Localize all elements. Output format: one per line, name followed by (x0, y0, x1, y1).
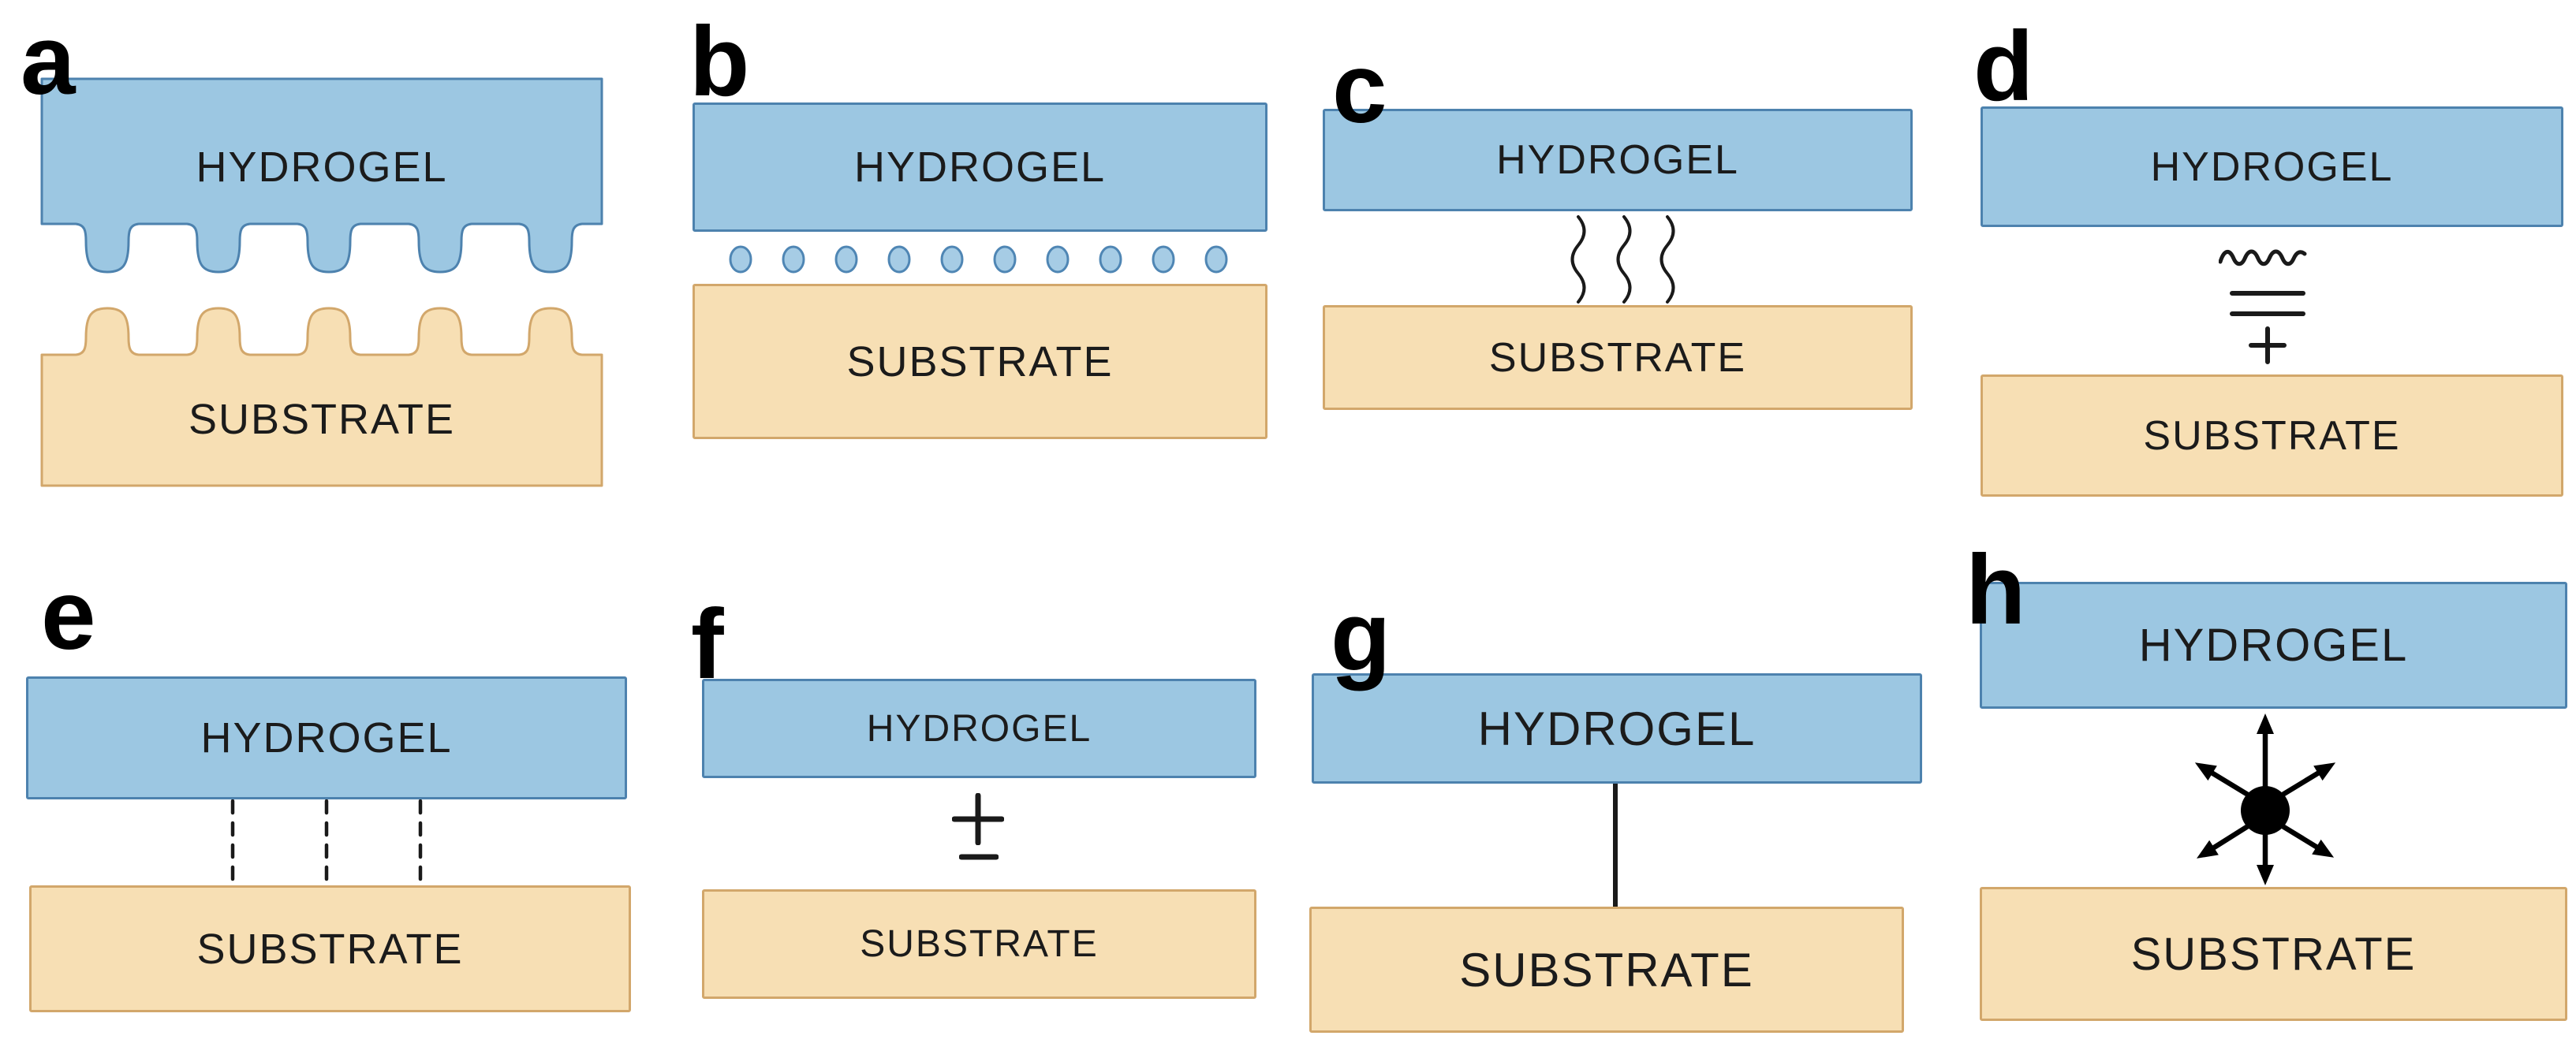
substrate-label: SUBSTRATE (1488, 334, 1747, 381)
substrate-label: SUBSTRATE (846, 337, 1114, 386)
panel-h: h HYDROGEL SUBSTRATE (1932, 520, 2576, 1058)
hydrogel-box: HYDROGEL (693, 102, 1267, 232)
panel-a-letter: a (21, 6, 76, 115)
arrow-lower-left (2196, 824, 2249, 859)
hydrogel-box: HYDROGEL (702, 679, 1256, 778)
polymer-chain (1570, 215, 1586, 304)
panel-e-letter: e (41, 561, 96, 670)
panel-h-letter: h (1966, 535, 2026, 645)
hydrogel-box: HYDROGEL (1980, 582, 2567, 709)
particle (1204, 245, 1228, 274)
hydrogel-label: HYDROGEL (853, 143, 1107, 191)
hydrogel-label: HYDROGEL (2138, 620, 2409, 671)
single-bond-line-icon (1613, 784, 1618, 907)
polymer-chain (1616, 215, 1632, 304)
arrow-lower-right (2281, 824, 2335, 858)
wavy-line-icon (2219, 249, 2307, 266)
minus-icon (959, 854, 999, 860)
interlocking-teeth-icon (40, 77, 603, 274)
hydrogel-box: HYDROGEL (1981, 106, 2563, 227)
hydrogel-label: HYDROGEL (1477, 702, 1757, 755)
panel-b: b HYDROGEL SUBSTRATE (644, 0, 1288, 520)
plus-sign (952, 793, 1004, 845)
substrate-box: SUBSTRATE (702, 889, 1256, 999)
particle (940, 245, 964, 274)
substrate-label: SUBSTRATE (196, 925, 464, 973)
substrate-label: SUBSTRATE (860, 923, 1099, 965)
particle (887, 245, 911, 274)
substrate-box: SUBSTRATE (29, 885, 631, 1012)
substrate-box: SUBSTRATE (1980, 887, 2567, 1021)
substrate-label: SUBSTRATE (1459, 943, 1754, 997)
hydrogel-label: HYDROGEL (1496, 137, 1739, 183)
panel-d-letter: d (1973, 12, 2034, 121)
double-line-icon (2230, 291, 2305, 316)
particle (782, 245, 805, 274)
panel-d: d HYDROGEL SUBSTRATE (1932, 0, 2576, 520)
substrate-box: SUBSTRATE (1309, 907, 1904, 1033)
particle (729, 245, 752, 274)
particle (1152, 245, 1175, 274)
particle-row-icon (729, 245, 1228, 274)
panel-c: c HYDROGEL SUBSTRATE (1288, 0, 1932, 520)
wavy-line (2219, 249, 2307, 266)
plus-sign (2249, 326, 2287, 364)
hydrogel-label: HYDROGEL (200, 714, 453, 762)
substrate-label: SUBSTRATE (2130, 928, 2417, 980)
substrate-label: SUBSTRATE (188, 396, 456, 443)
hydrogel-box: HYDROGEL (1312, 673, 1922, 784)
polymer-chain (1659, 215, 1675, 304)
hydrogel-label: HYDROGEL (866, 707, 1092, 750)
substrate-box: SUBSTRATE (1323, 305, 1913, 410)
hydrogel-box: HYDROGEL (1323, 109, 1913, 211)
substrate-label: SUBSTRATE (2143, 412, 2401, 459)
arrow-upper-right (2281, 762, 2336, 797)
particle (834, 245, 858, 274)
bumped-substrate-icon (40, 307, 603, 487)
panel-g: g HYDROGEL SUBSTRATE (1288, 520, 1932, 1058)
panel-f-letter: f (691, 590, 724, 699)
particle (993, 245, 1017, 274)
center-dot (2241, 786, 2290, 835)
panel-a: a HYDROGEL SUBSTRATE (0, 0, 644, 520)
panel-e: e HYDROGEL SUBSTRATE (0, 520, 644, 1058)
panel-g-letter: g (1331, 582, 1391, 691)
particle (1046, 245, 1070, 274)
panel-c-letter: c (1332, 34, 1387, 143)
arrow-upper-left (2194, 762, 2249, 797)
plus-icon (952, 793, 1004, 845)
substrate-box: SUBSTRATE (693, 284, 1267, 439)
panel-b-letter: b (689, 7, 750, 117)
particle (1099, 245, 1122, 274)
substrate-bumped-shape (40, 307, 603, 487)
hydrogel-label: HYDROGEL (196, 143, 448, 191)
hydrogel-toothed-shape (40, 77, 603, 274)
hydrogel-box: HYDROGEL (26, 676, 627, 799)
radiating-arrows-icon (2194, 713, 2336, 885)
dashed-bonds-icon (230, 799, 423, 886)
substrate-box: SUBSTRATE (1981, 374, 2563, 497)
wavy-chains-icon (1570, 215, 1675, 304)
plus-icon (2249, 326, 2287, 364)
hydrogel-label: HYDROGEL (2150, 143, 2394, 190)
panel-f: f HYDROGEL SUBSTRATE (644, 520, 1288, 1058)
